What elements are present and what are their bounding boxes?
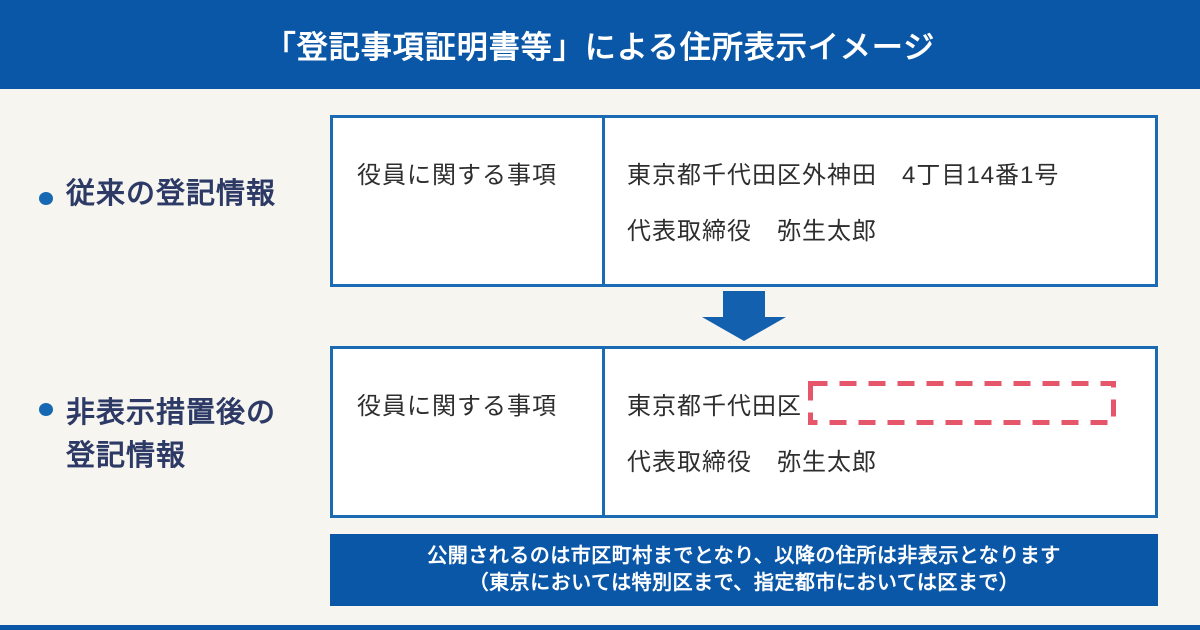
- row-header-text: 役員に関する事項: [357, 161, 557, 189]
- notice-bar: 公開されるのは市区町村までとなり、以降の住所は非表示となります （東京においては…: [330, 534, 1158, 606]
- registry-box-before: 役員に関する事項 東京都千代田区外神田 4丁目14番1号 代表取締役 弥生太郎: [330, 115, 1158, 287]
- bullet-icon: [39, 403, 53, 416]
- label-before-text: 従来の登記情報: [66, 178, 277, 210]
- label-after-line2: 登記情報: [66, 440, 187, 472]
- registry-content-before: 東京都千代田区外神田 4丁目14番1号 代表取締役 弥生太郎: [605, 118, 1155, 284]
- row-header-cell-before: 役員に関する事項: [333, 118, 605, 284]
- label-before: 従来の登記情報: [66, 178, 276, 210]
- redacted-dashed-rect: [808, 381, 1116, 425]
- registry-box-after: 役員に関する事項 東京都千代田区 代表取締役 弥生太郎: [330, 346, 1158, 518]
- officer-line: 代表取締役 弥生太郎: [627, 217, 877, 245]
- down-arrow-icon: [702, 291, 786, 341]
- bottom-accent-strip: [0, 625, 1200, 630]
- address-visible-text: 東京都千代田区: [627, 392, 802, 420]
- notice-line2: （東京においては特別区まで、指定都市においては区まで）: [468, 572, 1020, 594]
- label-after-line1: 非表示措置後の: [66, 397, 277, 429]
- registry-content-after: 東京都千代田区 代表取締役 弥生太郎: [605, 349, 1155, 515]
- row-header-cell-after: 役員に関する事項: [333, 349, 605, 515]
- label-after: 非表示措置後の 登記情報: [66, 392, 276, 478]
- address-line-redacted: 東京都千代田区: [627, 381, 1155, 425]
- redacted-dashed-outline: [808, 381, 1116, 425]
- page-title: 「登記事項証明書等」による住所表示イメージ: [264, 30, 936, 65]
- bullet-icon: [39, 192, 53, 205]
- officer-line: 代表取締役 弥生太郎: [627, 448, 877, 476]
- header-bar: 「登記事項証明書等」による住所表示イメージ: [0, 0, 1200, 89]
- address-line: 東京都千代田区外神田 4丁目14番1号: [627, 161, 1060, 189]
- redacted-area-icon: [808, 381, 1116, 425]
- notice-line1: 公開されるのは市区町村までとなり、以降の住所は非表示となります: [427, 545, 1061, 567]
- down-arrow-shape: [702, 291, 786, 341]
- row-header-text: 役員に関する事項: [357, 392, 557, 420]
